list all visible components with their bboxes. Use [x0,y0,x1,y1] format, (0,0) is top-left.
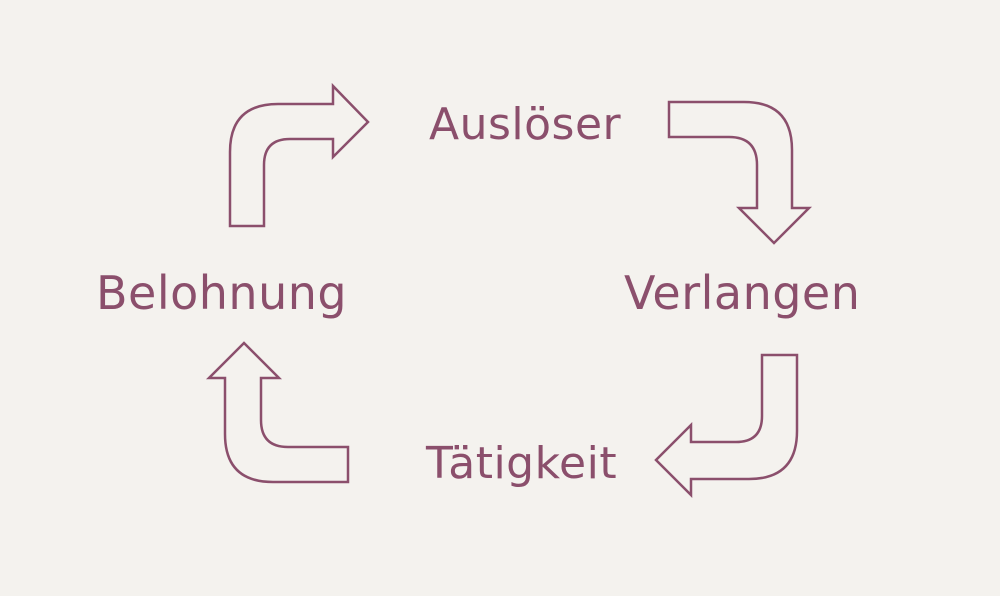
node-label-trigger: Auslöser [429,99,622,150]
node-label-reward: Belohnung [96,266,348,320]
arrow-trigger-to-craving [667,100,813,245]
arrow-action-to-reward [205,341,350,484]
node-label-craving: Verlangen [624,266,861,320]
arrow-craving-to-action [654,353,799,499]
node-label-action: Tätigkeit [426,438,618,489]
arrow-reward-to-trigger [228,82,370,228]
